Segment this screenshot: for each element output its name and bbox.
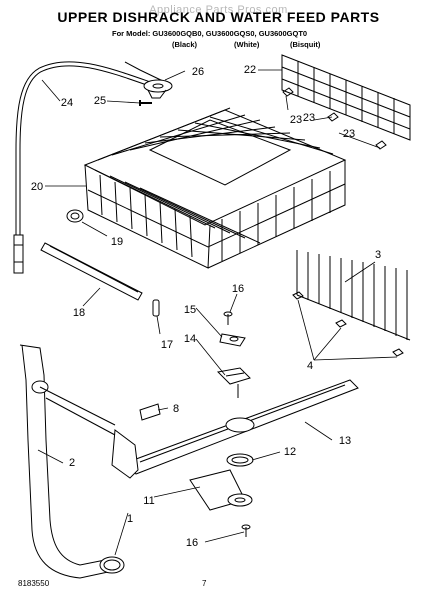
- rack-wheel: [66, 209, 84, 223]
- callout-4: 4: [307, 360, 313, 372]
- callout-23-c: 23: [343, 128, 355, 140]
- callout-22: 22: [244, 64, 256, 76]
- watermark: Appliance Parts Pros.com: [149, 4, 288, 16]
- feed-tube: [13, 61, 151, 274]
- model-line: For Model: GU3600GQB0, GU3600GQS0, GU360…: [112, 29, 308, 38]
- callout-2: 2: [69, 457, 75, 469]
- callout-14: 14: [184, 333, 196, 345]
- bracket-8: [139, 403, 161, 421]
- callout-11: 11: [143, 495, 154, 507]
- callout-8: 8: [173, 403, 179, 415]
- screw-16-lower: [241, 524, 251, 537]
- page-title: UPPER DISHRACK AND WATER FEED PARTS: [57, 9, 380, 25]
- lower-feed-tube-2: [19, 344, 116, 579]
- document-number: 8183550: [18, 579, 50, 588]
- color-white: (White): [234, 40, 260, 49]
- color-bisquit: (Bisquit): [290, 40, 321, 49]
- callout-17: 17: [161, 339, 173, 351]
- leader-lines: [37, 69, 398, 556]
- tine-clip-4c: [392, 348, 404, 357]
- bearing-14: [216, 367, 251, 398]
- callout-13: 13: [339, 435, 351, 447]
- callout-25: 26: [192, 66, 204, 78]
- clip-23a: [282, 87, 294, 97]
- rack-track-18: [40, 242, 143, 301]
- callout-15: 15: [184, 304, 196, 316]
- gasket-1: [99, 556, 125, 574]
- callout-23-a: 23: [290, 114, 302, 126]
- page-number: 7: [202, 579, 207, 588]
- tine-clip-4b: [335, 319, 347, 328]
- manifold-15: [219, 333, 246, 347]
- spray-arm-hub: [227, 493, 253, 507]
- callout-23-b: 23: [303, 112, 315, 124]
- callout-26: 25: [94, 95, 106, 107]
- callout-16-lower: 16: [186, 537, 198, 549]
- callout-18: 18: [73, 307, 85, 319]
- clip-23b: [327, 112, 339, 122]
- spout-fitting: [124, 61, 173, 99]
- callout-3: 3: [375, 249, 381, 261]
- callout-12: 12: [284, 446, 296, 458]
- callout-24: 24: [61, 97, 73, 109]
- feed-conduit-11: [111, 429, 246, 511]
- callout-1: 1: [127, 513, 133, 525]
- tine-clip-4a: [292, 291, 304, 300]
- track-stop-17: [152, 299, 160, 317]
- callout-19: 19: [111, 236, 123, 248]
- color-black: (Black): [172, 40, 198, 49]
- upper-dishrack: [83, 107, 347, 269]
- tine-panel-22: [281, 54, 411, 141]
- spray-arm-13: [127, 379, 359, 475]
- callout-16-upper: 16: [232, 283, 244, 295]
- screw-16-upper: [223, 311, 233, 325]
- callout-20: 20: [31, 181, 43, 193]
- tine-row-3: [296, 250, 411, 341]
